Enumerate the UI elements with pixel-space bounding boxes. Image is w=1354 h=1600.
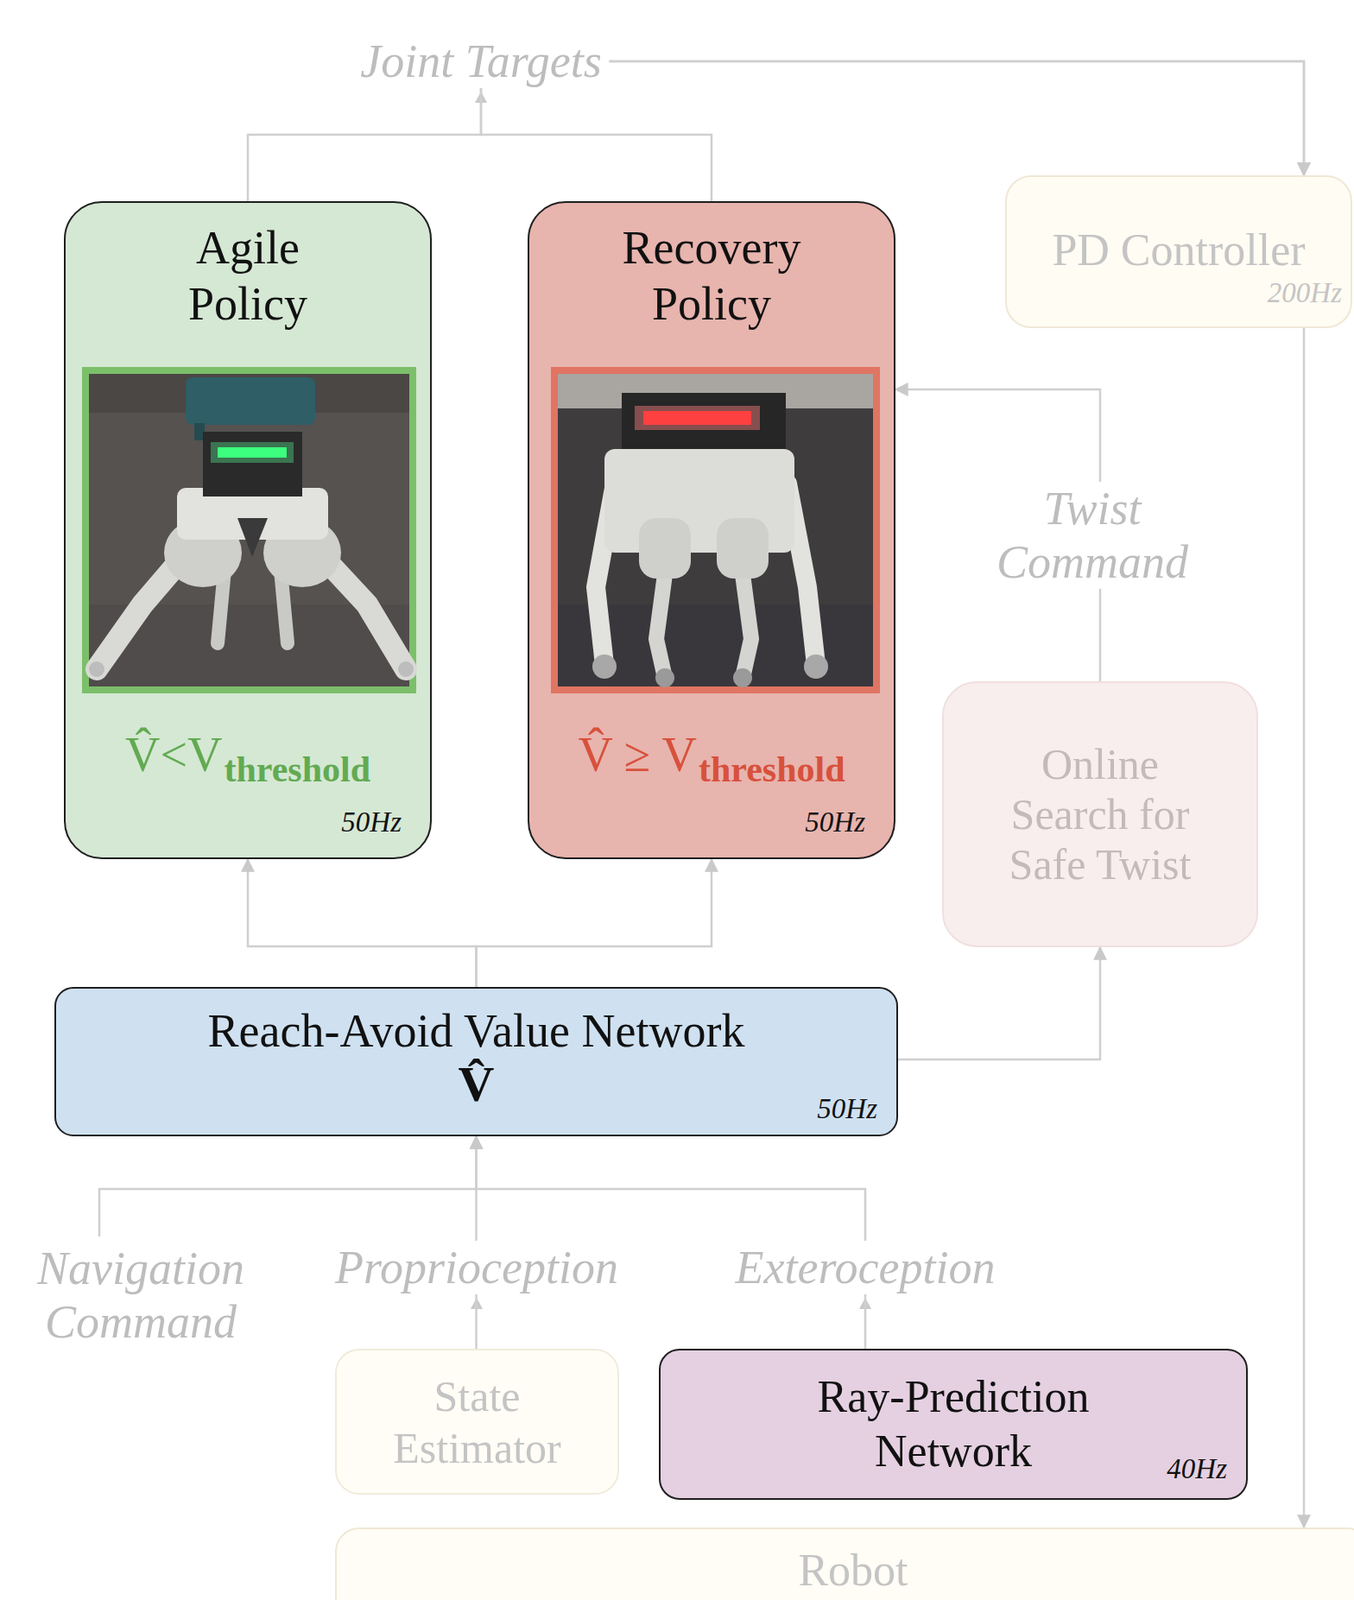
connector [476, 859, 713, 988]
robot-box: Robot [335, 1527, 1354, 1600]
signal-label: Navigation Command [17, 1241, 265, 1349]
frequency-tag: 200Hz [1267, 276, 1342, 310]
process-box: State Estimator [335, 1348, 620, 1495]
navigation-wire [99, 1189, 477, 1237]
formula-row: V̂<Vthreshold [125, 726, 371, 785]
subscript-text: threshold [223, 747, 371, 791]
formula-text: V̂ ≥ V [577, 726, 697, 785]
node-title: PD Controller [1051, 224, 1305, 277]
label-holder: Navigation Command [17, 1241, 265, 1349]
connector [1303, 328, 1306, 1528]
frequency-tag: 50Hz [816, 1092, 878, 1126]
connector [898, 947, 1101, 1060]
node-title: Reach-Avoid Value Network [208, 1004, 746, 1058]
network-box: Reach-Avoid Value NetworkV̂ 50Hz [54, 987, 899, 1137]
formula-text: V̂<V [125, 726, 222, 785]
frequency-tag: 50Hz [341, 805, 402, 839]
frequency-tag: 50Hz [804, 805, 866, 839]
policy-box: Recovery Policy V̂ ≥ Vthreshold 50Hz [527, 201, 896, 860]
network-box: Ray-Prediction Network 40Hz [658, 1348, 1248, 1500]
signal-label: Exteroception [728, 1240, 1003, 1295]
node-title: Robot [797, 1546, 908, 1595]
subscript-text: threshold [698, 747, 846, 791]
node-title: Ray-Prediction Network [789, 1369, 1118, 1479]
signal-label: Proprioception [328, 1240, 626, 1295]
formula-row: V̂ ≥ Vthreshold [577, 726, 845, 785]
signal-label: Joint Targets [353, 34, 609, 89]
label-holder: Proprioception [328, 1240, 626, 1295]
label-holder: Exteroception [728, 1240, 1003, 1295]
policy-box: Agile PolicyV̂<Vthreshold 50Hz [63, 201, 432, 860]
node-title: State Estimator [365, 1370, 590, 1475]
node-title: Agile Policy [139, 220, 356, 333]
connector [247, 859, 477, 988]
node-title: Online Search for Safe Twist [983, 739, 1217, 890]
label-holder: Twist Command [973, 481, 1212, 589]
process-box: PD Controller200Hz [1005, 175, 1353, 329]
signal-label: Twist Command [973, 481, 1212, 589]
node-title: Recovery Policy [603, 220, 820, 333]
frequency-tag: 40Hz [1166, 1452, 1228, 1486]
label-holder: Joint Targets [353, 34, 609, 89]
process-box: Online Search for Safe Twist [942, 681, 1259, 948]
value-symbol: V̂ [458, 1057, 495, 1112]
